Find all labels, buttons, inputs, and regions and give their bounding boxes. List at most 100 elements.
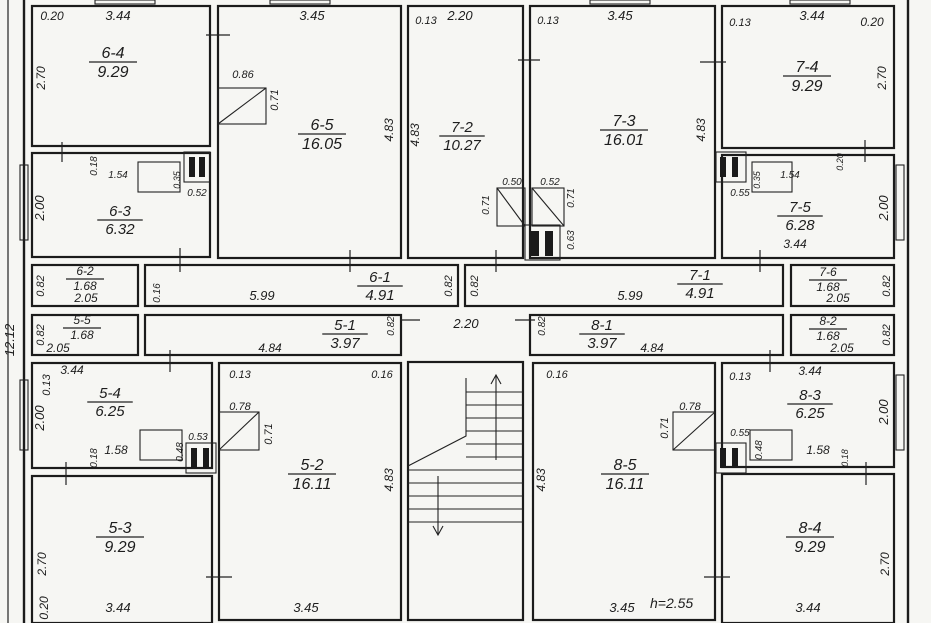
dimension-label: 2.70 xyxy=(34,66,48,91)
shaft-box xyxy=(751,161,793,193)
dimension-label: 3.45 xyxy=(607,8,633,23)
dimension-label: 2.00 xyxy=(876,399,891,426)
vent-shaft-6 xyxy=(183,151,211,183)
room-5-5 xyxy=(30,313,140,357)
vent-duct xyxy=(545,231,553,256)
dimension-label: 0.48 xyxy=(175,442,186,462)
shaft-diagonal xyxy=(217,87,267,125)
overall-dimension: 12.12 xyxy=(2,323,17,356)
dimension-label: 0.18 xyxy=(89,156,100,176)
room-8-1 xyxy=(528,313,785,357)
window-left-lower xyxy=(19,379,29,451)
room-number: 6-2 xyxy=(76,264,94,278)
dimension-label: 0.63 xyxy=(566,230,577,250)
stair-treads xyxy=(408,391,523,523)
dimension-label: 4.83 xyxy=(382,118,396,142)
vent-shaft-7a xyxy=(524,224,561,261)
dimension-label: 5.99 xyxy=(617,288,642,303)
room-area: 3.97 xyxy=(330,335,360,352)
dimension-label: 0.16 xyxy=(546,369,568,381)
room-7-4 xyxy=(720,4,896,150)
dimension-label: 2.20 xyxy=(452,316,479,331)
dimension-label: 0.20 xyxy=(835,153,845,171)
shaft-box xyxy=(749,429,793,461)
dimension-label: 1.54 xyxy=(780,170,800,181)
room-number: 5-3 xyxy=(108,520,131,537)
room-number: 6-3 xyxy=(109,203,131,220)
room-number: 6-4 xyxy=(101,45,124,62)
door-ticks xyxy=(61,34,867,578)
window-right-upper xyxy=(895,164,905,241)
dimension-label: 0.20 xyxy=(40,9,64,23)
room-8-2 xyxy=(789,313,896,357)
room-area: 16.11 xyxy=(293,476,332,493)
dimension-label: 3.44 xyxy=(105,8,130,23)
room-area: 16.11 xyxy=(606,476,645,493)
room-area: 4.91 xyxy=(365,287,394,304)
dimension-label: 3.45 xyxy=(299,8,325,23)
dimension-label: 0.78 xyxy=(679,401,701,413)
stairwell xyxy=(406,360,525,622)
room-6-2 xyxy=(30,263,140,308)
dimension-label: 0.82 xyxy=(537,316,548,336)
dimension-label: 5.99 xyxy=(249,288,274,303)
shaft-box xyxy=(139,429,183,461)
dimension-label: 4.84 xyxy=(258,341,282,355)
dimension-label: 0.82 xyxy=(469,275,481,296)
vent-duct xyxy=(189,157,195,177)
room-number: 7-2 xyxy=(451,119,473,136)
room-7-2 xyxy=(406,4,525,260)
dimension-label: 3.44 xyxy=(795,600,820,615)
dimension-label: 3.45 xyxy=(609,600,635,615)
room-area: 9.29 xyxy=(791,78,822,95)
room-number: 8-2 xyxy=(819,314,837,328)
vent-shaft-5 xyxy=(185,442,217,474)
shaft-diagonal xyxy=(672,411,716,451)
room-area: 1.68 xyxy=(70,328,94,342)
room-number: 8-5 xyxy=(613,457,636,474)
dimension-label: 3.44 xyxy=(60,363,84,377)
dimension-label: 2.00 xyxy=(32,405,47,432)
dimension-label: 3.44 xyxy=(798,364,822,378)
room-number: 5-5 xyxy=(73,313,91,327)
room-number: 5-2 xyxy=(300,457,323,474)
dimension-label: 0.55 xyxy=(730,188,750,199)
room-area: 6.32 xyxy=(105,221,135,238)
dimension-label: 0.16 xyxy=(152,283,163,303)
dimension-label: 3.44 xyxy=(799,8,824,23)
dimension-label: 0.78 xyxy=(229,401,251,413)
dimension-label: 0.53 xyxy=(188,432,208,443)
room-number: 6-1 xyxy=(369,269,391,286)
window-right-lower xyxy=(895,374,905,451)
shaft-boxes xyxy=(137,87,793,461)
dimension-label: 0.82 xyxy=(443,275,455,296)
shaft-box xyxy=(217,87,267,125)
room-area: 9.29 xyxy=(104,539,135,556)
vent-duct xyxy=(720,157,726,177)
room-5-1 xyxy=(143,313,403,357)
room-area: 6.25 xyxy=(795,405,825,422)
window-top-4 xyxy=(789,0,851,5)
window-top-2 xyxy=(269,0,331,5)
dimension-label: 2.05 xyxy=(73,291,98,305)
dimension-label: 2.05 xyxy=(825,291,850,305)
dimension-label: 0.82 xyxy=(881,324,893,345)
room-7-3 xyxy=(528,4,717,260)
dimension-label: 1.58 xyxy=(806,443,830,457)
room-5-4 xyxy=(30,361,214,470)
room-area: 1.68 xyxy=(73,279,97,293)
window-marks xyxy=(19,0,905,451)
room-8-3 xyxy=(720,361,896,469)
dimension-label: 0.13 xyxy=(415,15,437,27)
dimension-label: 0.86 xyxy=(232,69,254,81)
dimension-label: 0.55 xyxy=(730,428,750,439)
room-number: 7-5 xyxy=(789,199,811,216)
dimension-label: 0.82 xyxy=(386,316,397,336)
room-area: 1.68 xyxy=(816,329,840,343)
dimension-label: 0.52 xyxy=(540,177,560,188)
dimension-label: 2.70 xyxy=(875,66,889,91)
room-number: 6-5 xyxy=(310,117,333,134)
stair-arrow-down-head xyxy=(432,525,444,537)
room-area: 9.29 xyxy=(794,539,825,556)
